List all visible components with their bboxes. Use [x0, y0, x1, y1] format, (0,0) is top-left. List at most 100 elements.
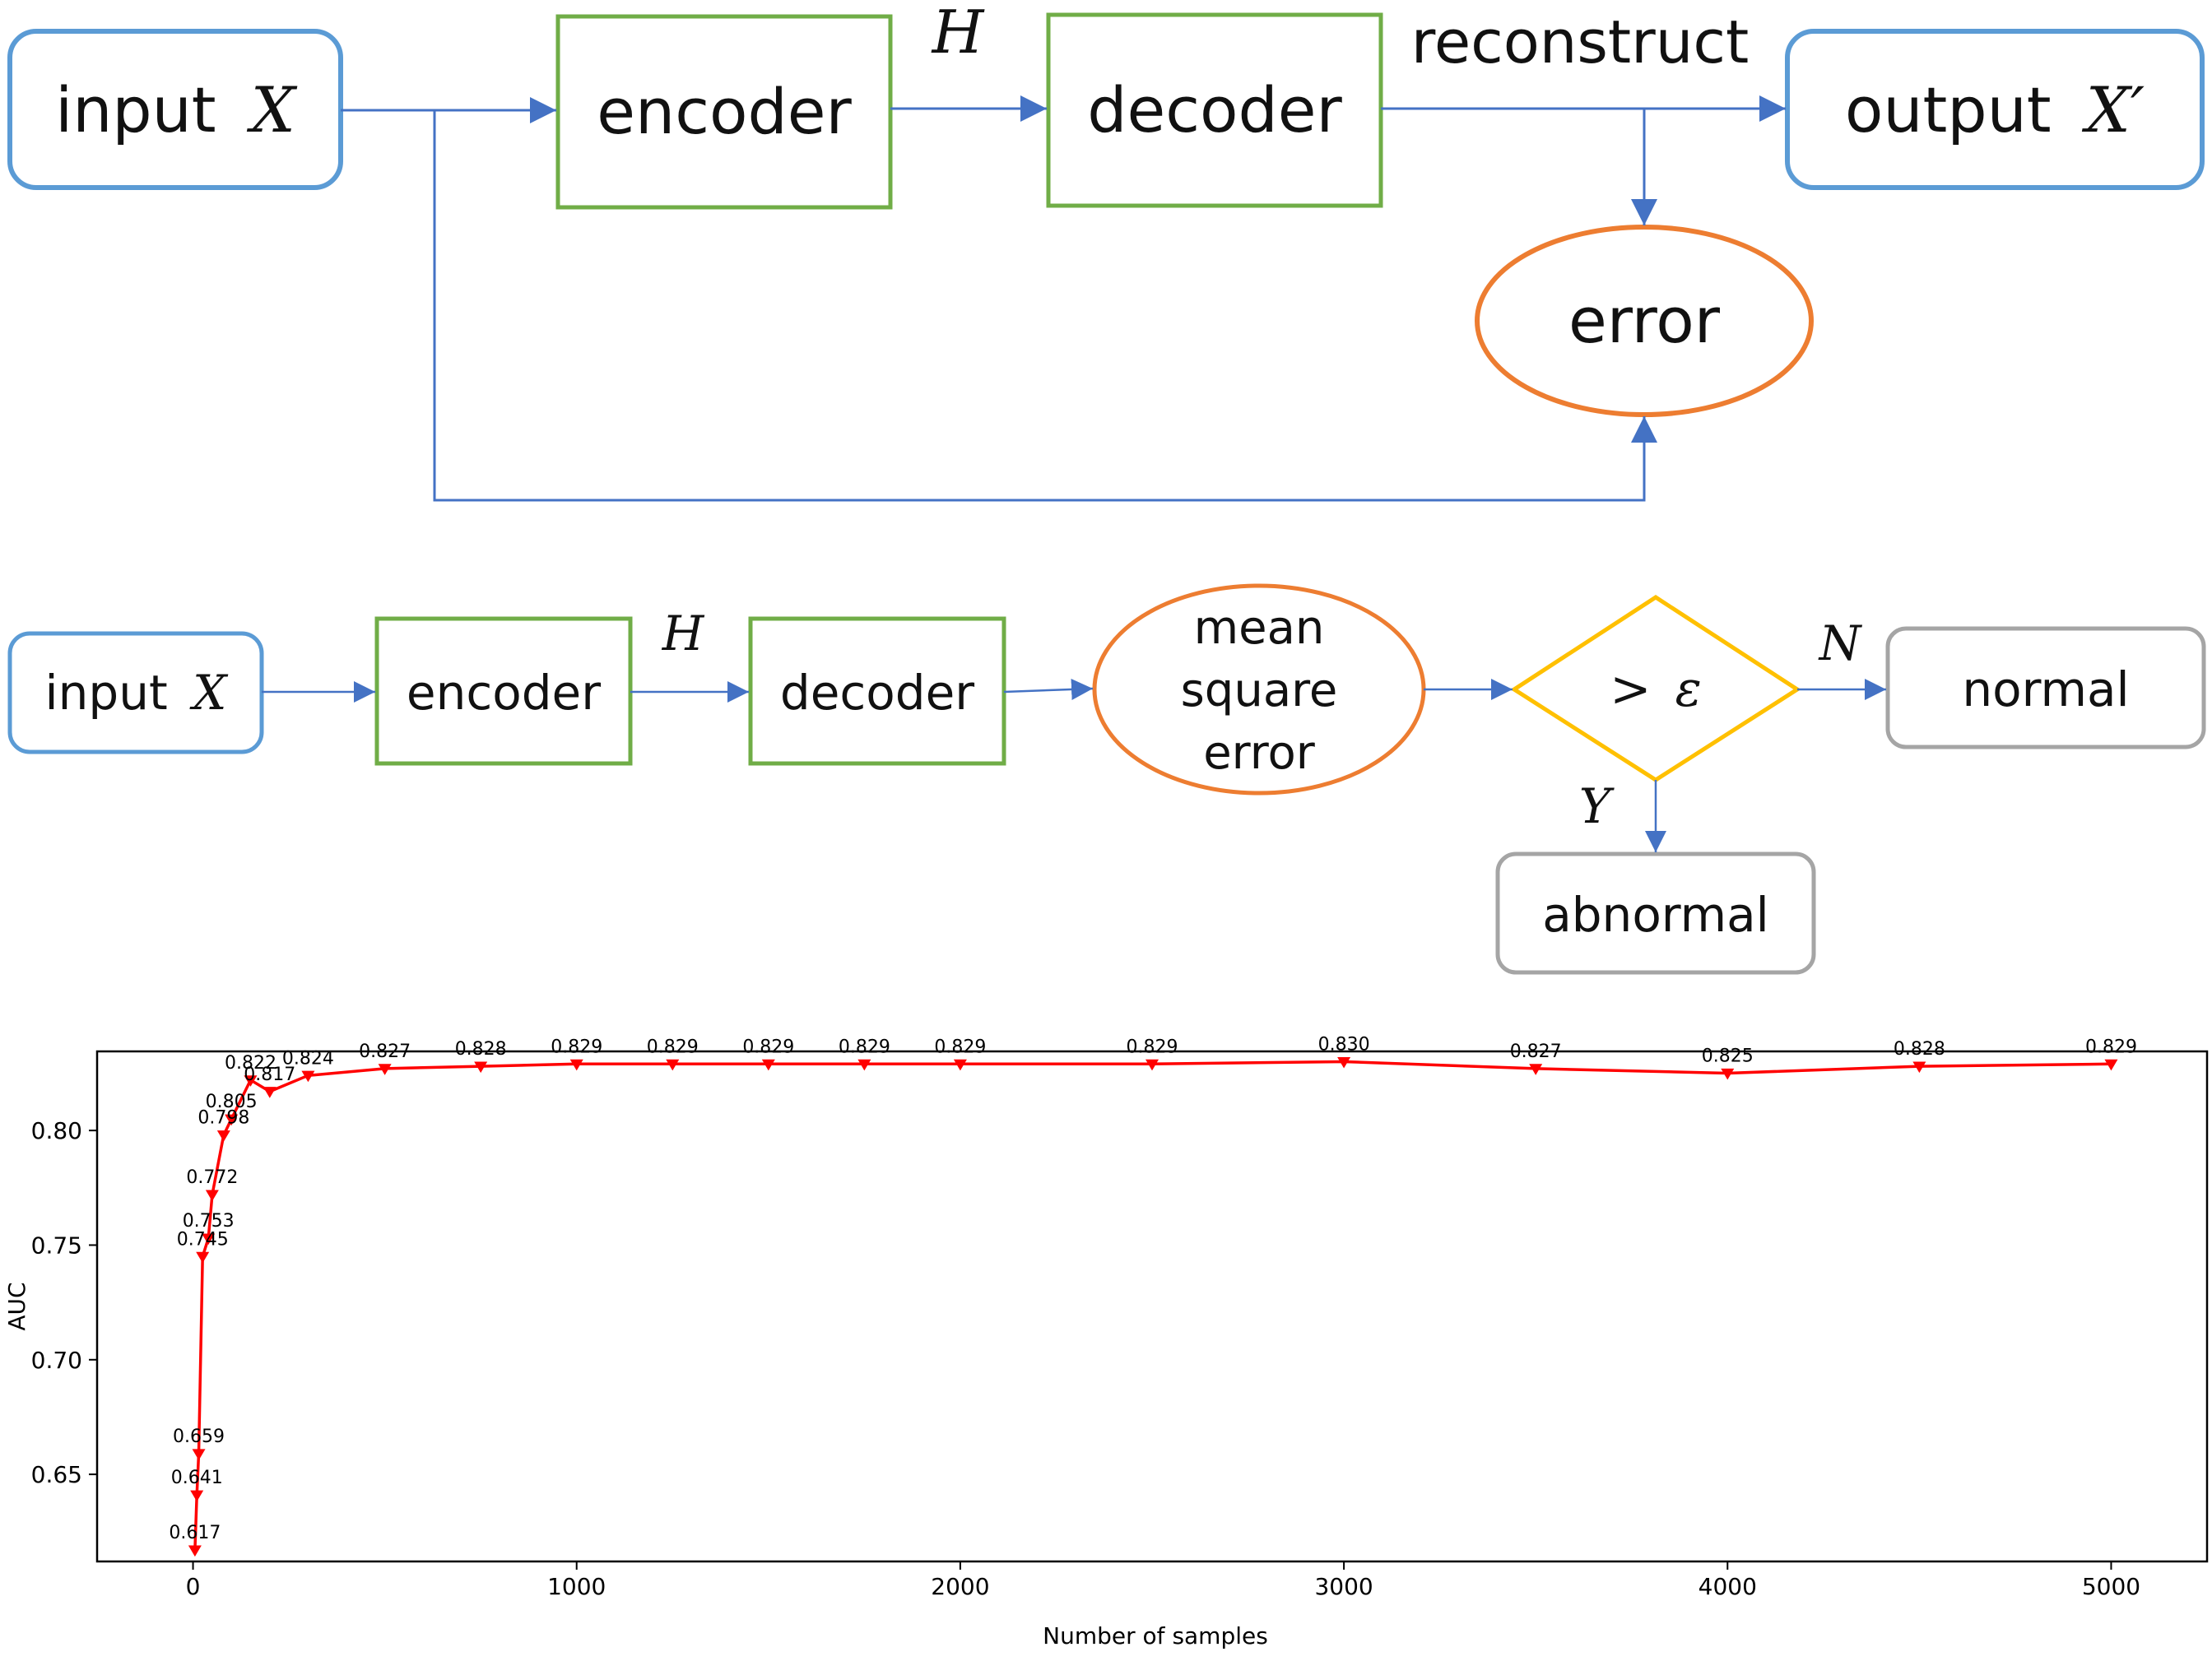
d1-error-ellipse: error: [1475, 225, 1814, 417]
data-point-label: 0.829: [742, 1037, 794, 1057]
d1-connectors: [341, 95, 1786, 502]
d2-decision-op: >: [1610, 661, 1651, 718]
diagram-autoencoder-training: input X encoder decoder output X′ error …: [7, 0, 2205, 502]
series-line: [193, 1060, 2112, 1551]
d2-encoder-label: encoder: [407, 665, 601, 721]
y-ticks: 0.65 0.70 0.75 0.80: [31, 1117, 97, 1488]
d2-mse-line2: square: [1181, 664, 1338, 717]
data-point-label: 0.617: [169, 1523, 221, 1543]
x-tick-label: 0: [186, 1573, 201, 1600]
data-point-marker: [2104, 1059, 2118, 1071]
d2-input-var: X: [189, 665, 229, 721]
data-point-marker: [190, 1490, 204, 1502]
d2-input-label: input: [45, 665, 168, 721]
data-point-label: 0.798: [198, 1108, 249, 1129]
x-tick-label: 5000: [2082, 1573, 2140, 1600]
data-point-label: 0.829: [934, 1037, 986, 1057]
svg-text:input X: input X: [45, 665, 230, 721]
data-point-marker: [301, 1070, 315, 1083]
data-point-label: 0.659: [173, 1427, 225, 1447]
data-point-label: 0.753: [183, 1211, 235, 1232]
data-point-marker: [192, 1449, 206, 1461]
data-point-label: 0.829: [839, 1037, 890, 1057]
d1-encoder-label: encoder: [597, 75, 852, 148]
d1-output-var: X′: [2082, 73, 2145, 146]
d2-encoder-box: encoder: [374, 616, 633, 766]
data-point-marker: [205, 1190, 219, 1202]
d1-input-label: input: [55, 73, 216, 146]
svg-text:input X: input X: [55, 73, 298, 146]
data-point-label: 0.830: [1318, 1035, 1370, 1056]
d1-decoder-box: decoder: [1046, 12, 1383, 208]
data-point-label: 0.825: [1702, 1046, 1754, 1066]
d1-arrow-input-to-error: [433, 110, 1657, 502]
data-point-label: 0.817: [244, 1065, 295, 1085]
data-point-marker: [761, 1059, 775, 1071]
d2-input-box: input X: [7, 631, 264, 754]
d2-connectors: [262, 678, 1886, 852]
d2-mse-line3: error: [1203, 726, 1316, 780]
d2-normal-box: normal: [1885, 626, 2206, 749]
x-axis-label: Number of samples: [1043, 1622, 1268, 1649]
data-point-marker: [1146, 1059, 1159, 1071]
y-tick-label: 0.80: [31, 1117, 82, 1144]
d1-input-var: X: [247, 73, 298, 146]
d1-reconstruct-label: reconstruct: [1411, 7, 1749, 77]
data-point-label: 0.827: [359, 1042, 411, 1062]
d2-abnormal-box: abnormal: [1495, 851, 1816, 975]
x-tick-label: 1000: [547, 1573, 606, 1600]
data-point-marker: [569, 1059, 583, 1071]
d2-decoder-box: decoder: [748, 616, 1006, 766]
y-tick-label: 0.70: [31, 1347, 82, 1374]
data-point-label: 0.805: [206, 1092, 258, 1112]
data-point-label: 0.828: [455, 1039, 507, 1060]
d2-decision-diamond: > ε: [1510, 595, 1801, 782]
data-point-marker: [263, 1087, 276, 1098]
svg-text:> ε: > ε: [1610, 661, 1702, 718]
d2-normal-label: normal: [1962, 661, 2129, 717]
data-point-marker: [244, 1075, 258, 1087]
data-point-label: 0.745: [177, 1229, 229, 1250]
d2-mse-ellipse: mean square error: [1092, 583, 1426, 796]
data-point-label: 0.828: [1894, 1039, 1945, 1060]
d1-output-label: output: [1845, 73, 2052, 146]
data-point-marker: [1721, 1068, 1735, 1080]
x-tick-label: 3000: [1314, 1573, 1373, 1600]
d2-abnormal-label: abnormal: [1542, 887, 1769, 943]
data-point-marker: [474, 1061, 488, 1074]
data-point-label: 0.829: [2085, 1037, 2137, 1057]
series-markers: [188, 1056, 2118, 1557]
data-point-marker: [666, 1059, 680, 1071]
y-tick-label: 0.75: [31, 1232, 82, 1259]
data-point-label: 0.824: [282, 1048, 334, 1069]
data-point-marker: [953, 1059, 967, 1071]
d1-output-box: output X′: [1785, 29, 2205, 190]
data-point-marker: [225, 1114, 239, 1126]
d1-latent-label: H: [931, 0, 985, 67]
svg-text:output X′: output X′: [1845, 73, 2145, 146]
d2-yes-label: Y: [1579, 778, 1615, 834]
data-point-marker: [216, 1130, 230, 1142]
data-point-label: 0.829: [1127, 1037, 1178, 1057]
d1-encoder-box: encoder: [555, 14, 893, 210]
data-point-marker: [1912, 1061, 1926, 1074]
diagram-anomaly-detection: input X encoder decoder mean square erro…: [7, 583, 2206, 975]
d1-decoder-label: decoder: [1087, 73, 1342, 146]
y-tick-label: 0.65: [31, 1461, 82, 1488]
data-point-label: 0.772: [186, 1167, 238, 1188]
data-point-marker: [1529, 1064, 1543, 1075]
data-point-marker: [188, 1545, 202, 1557]
data-point-label: 0.822: [225, 1053, 276, 1074]
chart-axes-frame: [95, 1050, 2209, 1563]
d1-error-label: error: [1568, 284, 1721, 357]
d2-mse-line1: mean: [1194, 601, 1325, 655]
data-point-label: 0.829: [551, 1037, 602, 1057]
data-point-marker: [857, 1059, 871, 1071]
data-point-label: 0.827: [1510, 1042, 1562, 1062]
data-point-label: 0.641: [171, 1468, 223, 1488]
